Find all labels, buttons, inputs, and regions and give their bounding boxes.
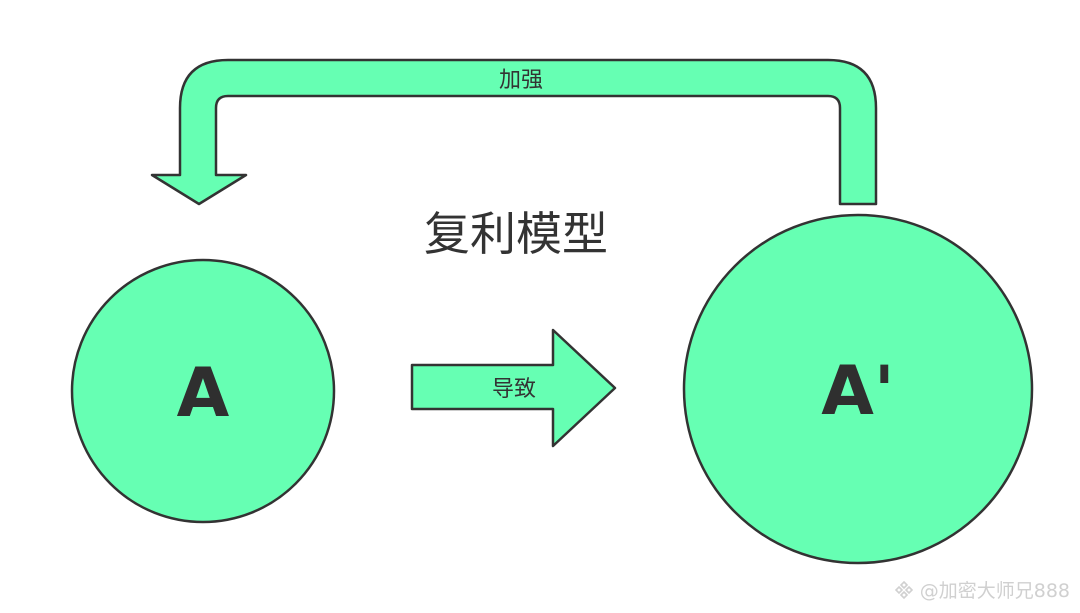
node-a-circle	[70, 258, 336, 524]
diagram-title: 复利模型	[424, 207, 608, 261]
watermark: @加密大师兄888	[894, 576, 1070, 603]
node-a-prime-circle	[682, 213, 1034, 565]
watermark-text: @加密大师兄888	[919, 580, 1070, 602]
node-a-prime-label: A'	[821, 352, 894, 431]
exchange-logo-icon	[894, 580, 913, 599]
node-a-label: A	[177, 354, 230, 433]
forward-arrow-label: 导致	[492, 377, 536, 402]
feedback-arrow-label: 加强	[499, 68, 543, 93]
forward-arrow	[410, 328, 617, 448]
feedback-arrow	[150, 58, 878, 206]
